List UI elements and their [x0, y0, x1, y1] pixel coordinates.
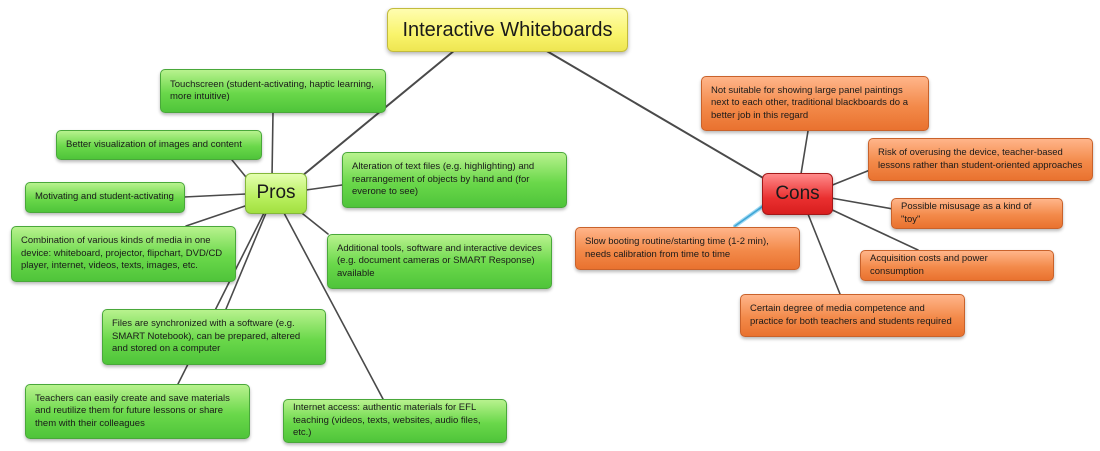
pro-item-text: Combination of various kinds of media in…: [21, 235, 223, 272]
cons-node[interactable]: Cons: [762, 173, 833, 215]
connector-cons-4: [827, 207, 919, 251]
connector-title-pros: [301, 49, 456, 177]
pro-item-software-sync[interactable]: Files are synchronized with a software (…: [102, 309, 326, 365]
pro-item-text-alteration[interactable]: Alteration of text files (e.g. highlight…: [342, 152, 567, 208]
pro-item-touchscreen[interactable]: Touchscreen (student-activating, haptic …: [160, 69, 386, 113]
pro-item-text: Better visualization of images and conte…: [66, 138, 242, 150]
connector-cons-2: [829, 169, 871, 187]
con-item-toy-misusage[interactable]: Possible misusage as a kind of "toy": [891, 198, 1063, 229]
con-item-text: Acquisition costs and power consumption: [870, 253, 988, 277]
connector-pros-4: [185, 204, 249, 227]
connector-pros-5: [225, 212, 267, 310]
central-topic[interactable]: Interactive Whiteboards: [387, 8, 628, 52]
pro-item-media-combination[interactable]: Combination of various kinds of media in…: [11, 226, 236, 282]
connector-pros-9: [283, 212, 384, 400]
con-item-panel-paintings[interactable]: Not suitable for showing large panel pai…: [701, 76, 929, 131]
con-item-text: Slow booting routine/starting time (1-2 …: [585, 236, 769, 260]
pro-item-text: Touchscreen (student-activating, haptic …: [170, 78, 374, 102]
pro-item-text: Additional tools, software and interacti…: [337, 242, 542, 279]
connector-cons-5: [807, 213, 841, 295]
pro-item-text: Motivating and student-activating: [35, 191, 174, 203]
connector-pros-7: [305, 184, 343, 191]
con-item-text: Possible misusage as a kind of "toy": [901, 201, 1032, 225]
connector-cons-1: [800, 130, 809, 175]
connector-pros-8: [297, 209, 329, 235]
pro-item-internet-access[interactable]: Internet access: authentic materials for…: [283, 399, 507, 443]
con-item-text: Risk of overusing the device, teacher-ba…: [878, 147, 1083, 171]
con-item-text: Certain degree of media competence and p…: [750, 303, 952, 327]
connector-title-cons: [544, 49, 771, 183]
pro-item-visualization[interactable]: Better visualization of images and conte…: [56, 130, 262, 160]
connector-cons-3: [830, 197, 894, 210]
pro-item-text: Internet access: authentic materials for…: [293, 402, 481, 439]
pro-item-text: Teachers can easily create and save mate…: [35, 392, 230, 429]
cons-label: Cons: [775, 182, 820, 204]
pro-item-text: Files are synchronized with a software (…: [112, 318, 301, 355]
pro-item-additional-tools[interactable]: Additional tools, software and interacti…: [327, 234, 552, 289]
con-item-slow-booting[interactable]: Slow booting routine/starting time (1-2 …: [575, 227, 800, 270]
central-topic-label: Interactive Whiteboards: [402, 19, 613, 41]
pros-label: Pros: [256, 182, 296, 204]
con-item-media-competence[interactable]: Certain degree of media competence and p…: [740, 294, 965, 337]
connector-pros-3: [183, 193, 247, 198]
pro-item-motivating[interactable]: Motivating and student-activating: [25, 182, 185, 213]
pros-node[interactable]: Pros: [245, 173, 307, 214]
pro-item-text: Alteration of text files (e.g. highlight…: [352, 161, 535, 198]
connector-cons-6: [734, 203, 767, 227]
con-item-text: Not suitable for showing large panel pai…: [711, 84, 908, 121]
con-item-overusing[interactable]: Risk of overusing the device, teacher-ba…: [868, 138, 1093, 181]
connector-pros-1: [271, 111, 274, 179]
con-item-costs[interactable]: Acquisition costs and power consumption: [860, 250, 1054, 281]
pro-item-save-materials[interactable]: Teachers can easily create and save mate…: [25, 384, 250, 439]
